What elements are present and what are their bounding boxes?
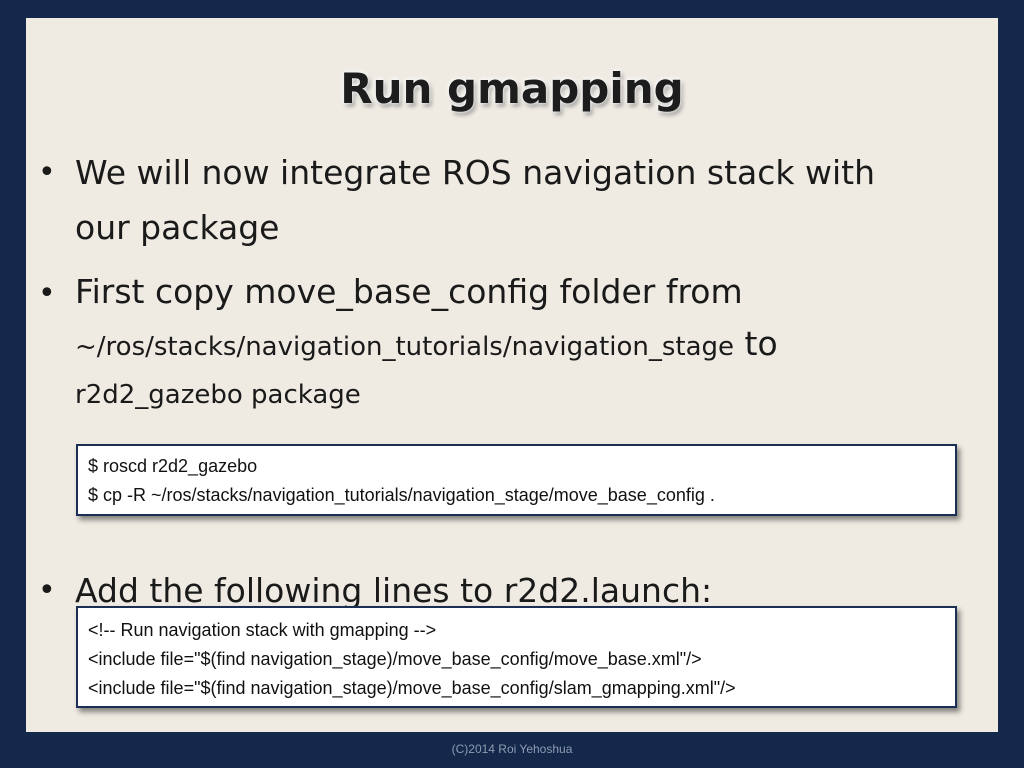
bullet-dot-icon: •: [38, 573, 56, 608]
bullet-text: First copy move_base_config folder from …: [75, 266, 975, 417]
code-line: <include file="$(find navigation_stage)/…: [88, 678, 736, 698]
bullet-line: ~/ros/stacks/navigation_tutorials/naviga…: [75, 318, 975, 373]
bullet-dot-icon: •: [38, 276, 56, 311]
bullet-line: First copy move_base_config folder from: [75, 272, 743, 311]
bullet-line: We will now integrate ROS navigation sta…: [75, 153, 876, 192]
path-text: ~/ros/stacks/navigation_tutorials/naviga…: [75, 332, 735, 362]
bullet-line: r2d2_gazebo package: [75, 380, 361, 410]
bullet-line: our package: [75, 208, 280, 247]
bullet-line-suffix: to: [734, 324, 778, 363]
code-line: <!-- Run navigation stack with gmapping …: [88, 620, 437, 640]
code-line: <include file="$(find navigation_stage)/…: [88, 649, 702, 669]
code-block-launch-lines: <!-- Run navigation stack with gmapping …: [76, 606, 957, 708]
code-block-shell-commands: $ roscd r2d2_gazebo $ cp -R ~/ros/stacks…: [76, 444, 957, 516]
bullet-line: Add the following lines to r2d2.launch:: [75, 571, 713, 610]
code-line: $ cp -R ~/ros/stacks/navigation_tutorial…: [88, 485, 715, 505]
bullet-dot-icon: •: [38, 155, 56, 190]
slide-title: Run gmapping: [340, 64, 684, 113]
slide-footer: (C)2014 Roi Yehoshua: [451, 742, 573, 756]
bullet-text: Add the following lines to r2d2.launch:: [75, 563, 975, 618]
code-line: $ roscd r2d2_gazebo: [88, 456, 258, 476]
slide-panel: Run gmapping • We will now integrate ROS…: [26, 18, 998, 732]
bullet-text: We will now integrate ROS navigation sta…: [75, 145, 975, 255]
